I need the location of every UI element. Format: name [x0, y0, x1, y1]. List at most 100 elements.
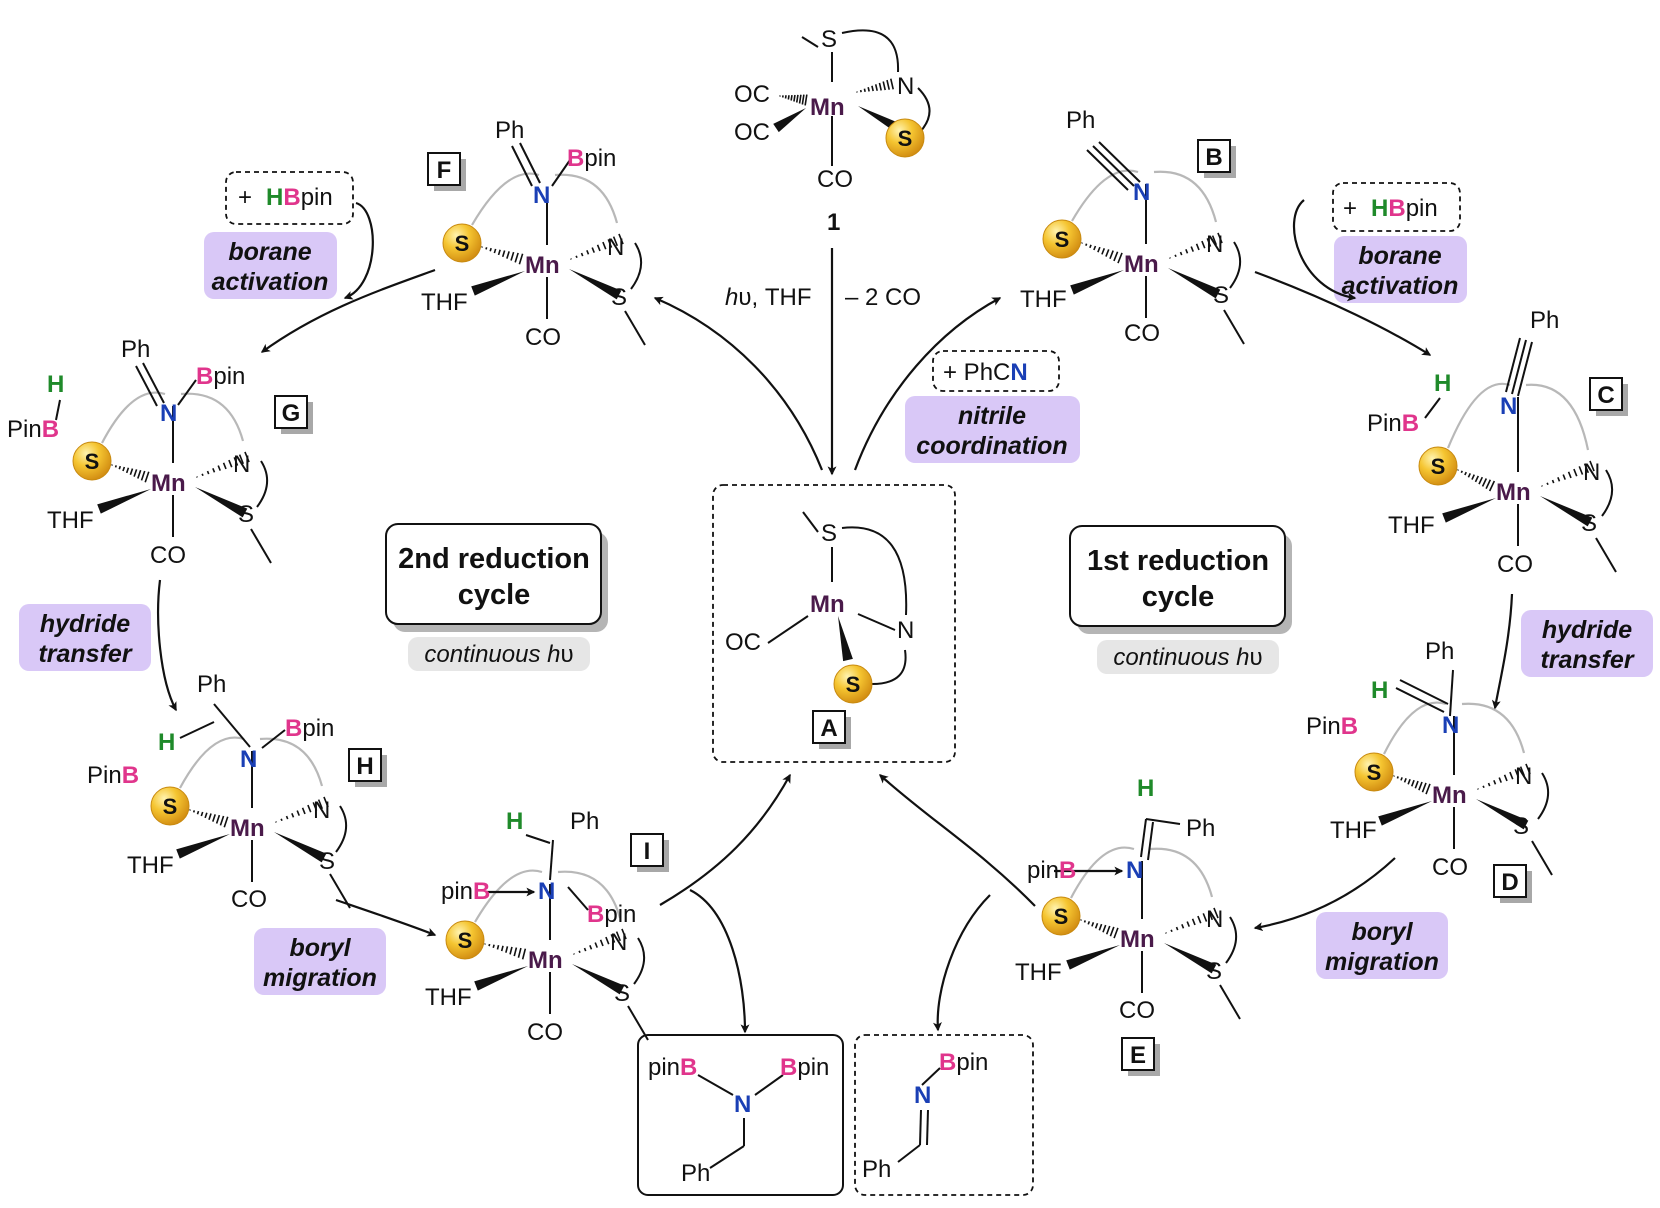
hv-upsilon: υ [1250, 644, 1263, 671]
hash-stroke [1397, 776, 1398, 778]
atom-n-imine: N [533, 182, 550, 209]
hash-stroke [1198, 916, 1201, 923]
hash-stroke [1483, 786, 1484, 788]
svg-text:PinB: PinB [1367, 410, 1419, 437]
n-s-backbone [336, 806, 346, 852]
n-b-bond [755, 1075, 783, 1095]
n-s-backbone [1602, 470, 1612, 516]
atom-s: S [1581, 510, 1597, 537]
imine-bond [920, 1110, 921, 1145]
atom-h: H [506, 808, 523, 835]
hash-stroke [576, 256, 577, 258]
wedge-bond-thf [474, 966, 528, 991]
first-cycle-title-1: 1st reduction [1087, 545, 1269, 577]
hash-stroke [1426, 784, 1430, 794]
hash-stroke [130, 469, 132, 475]
phenyl: Ph [681, 1160, 710, 1187]
pin-suffix: pin [604, 901, 636, 928]
imine-bond [512, 146, 532, 186]
hash-stroke [519, 254, 522, 265]
hash-stroke [1563, 475, 1565, 480]
arrow-I-to-A [660, 775, 790, 905]
hash-stroke [515, 253, 518, 262]
phenyl: Ph [1186, 815, 1215, 842]
hash-stroke [201, 812, 202, 816]
nitrile-bond [1506, 338, 1520, 392]
hash-stroke [209, 814, 211, 820]
n-s-backbone [1230, 242, 1240, 288]
atom-h: H [1137, 775, 1154, 802]
atom-n: N [897, 617, 914, 644]
atom-n-nitrile: N [1133, 179, 1150, 206]
hv-h: h [547, 641, 560, 668]
s-methyl-bond [1532, 841, 1552, 875]
ligand-thf: THF [1015, 959, 1062, 986]
wedge-bond-thf [97, 489, 151, 514]
atom-mn: Mn [810, 94, 845, 121]
hash-stroke [1171, 930, 1172, 932]
sulfur-sphere-label: S [455, 231, 470, 256]
atom-mn: Mn [151, 470, 186, 497]
hash-stroke [1468, 473, 1470, 477]
continuous-word: continuous [424, 641, 547, 668]
hash-stroke [1175, 255, 1176, 257]
imine-bond [1450, 670, 1453, 716]
compound-label-D: D [1501, 869, 1518, 896]
ligand-co: CO [817, 166, 853, 193]
ligand-thf: THF [421, 289, 468, 316]
hash-stroke [489, 944, 490, 946]
hash-stroke [297, 811, 299, 816]
hash-stroke [587, 250, 589, 254]
atom-mn: Mn [810, 591, 845, 618]
ligand-co: CO [527, 1019, 563, 1046]
atom-h: H [1371, 677, 1388, 704]
hash-stroke [1408, 779, 1410, 784]
atom-n: N [1206, 906, 1223, 933]
hash-stroke [1102, 248, 1104, 254]
svg-text:hυ, THF: hυ, THF [725, 284, 811, 311]
compound-label-F: F [437, 157, 452, 184]
hashed-bond-s-sphere [1081, 920, 1118, 939]
compound-label-I: I [644, 838, 651, 865]
compound-label-A: A [820, 715, 837, 742]
hash-stroke [592, 248, 594, 253]
intermediate-C: Ph H PinB N N Mn THF S CO [1367, 307, 1600, 578]
atom-b: B [1059, 857, 1076, 884]
intermediate-D: Ph H PinB N N Mn THF S CO [1306, 638, 1532, 881]
ligand-thf: THF [1020, 286, 1067, 313]
hashed-bond-s-sphere [1394, 776, 1430, 795]
hash-stroke [518, 948, 520, 958]
ligand-co: CO [150, 542, 186, 569]
ch2-ph-bond [710, 1146, 744, 1168]
hash-stroke [218, 466, 220, 471]
ligand-thf: THF [1388, 512, 1435, 539]
hash-stroke [1558, 477, 1560, 481]
atom-n: N [897, 73, 914, 100]
second-cycle-title-2: cycle [458, 579, 531, 611]
nitrile-bond [1512, 340, 1526, 394]
pin-suffix: pin [213, 363, 245, 390]
wedge-bond-thf [471, 271, 525, 296]
plus-sign: + [1343, 195, 1357, 222]
bond-mn-n [858, 614, 895, 630]
hash-stroke [145, 472, 149, 482]
compound-label-G: G [282, 400, 301, 427]
hash-stroke [794, 95, 795, 101]
s-methyl-bond [1220, 985, 1240, 1019]
atom-mn: Mn [1496, 479, 1531, 506]
arrow-G-to-H [158, 580, 176, 710]
imine-bond [143, 363, 164, 403]
atom-s: S [238, 501, 254, 528]
nitrile-bond [1093, 146, 1134, 186]
hash-stroke [229, 460, 232, 467]
hash-stroke [510, 947, 512, 954]
ligand-oc: OC [725, 629, 761, 656]
hash-stroke [208, 471, 209, 474]
sulfur-sphere-label: S [1367, 760, 1382, 785]
hv-h: h [1236, 644, 1249, 671]
atom-s: S [611, 284, 627, 311]
phenyl: Ph [1066, 107, 1095, 134]
hash-stroke [582, 253, 583, 256]
imine-bond [1141, 819, 1146, 857]
